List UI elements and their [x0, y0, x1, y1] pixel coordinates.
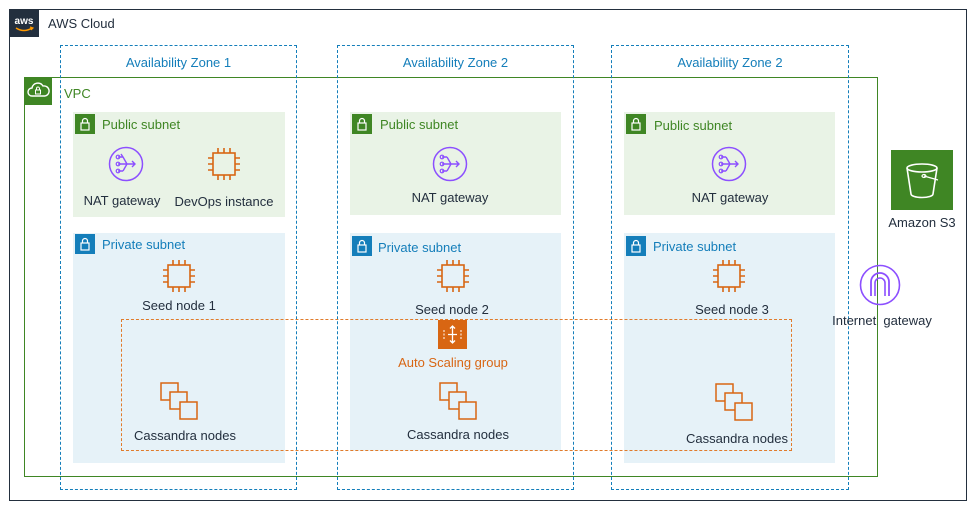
amazon-s3-label: Amazon S3 — [888, 215, 956, 230]
vpc-cloud-lock-icon — [24, 77, 52, 105]
availability-zone-3-label: Availability Zone 2 — [677, 55, 783, 70]
auto-scaling-group — [121, 319, 792, 451]
seed-node-2-label: Seed node 2 — [415, 302, 489, 317]
availability-zone-1 — [60, 45, 297, 490]
aws-logo-text: aws — [15, 16, 34, 27]
private-subnet-3-label: Private subnet — [653, 239, 737, 254]
internet-gateway-label: Internet gateway — [832, 313, 932, 328]
vpc-group — [24, 77, 878, 477]
public-subnet-lock-icon — [352, 114, 372, 134]
public-subnet-3-label: Public subnet — [654, 118, 733, 133]
aws-cloud-label: AWS Cloud — [48, 16, 115, 31]
private-subnet-3 — [624, 233, 835, 463]
cassandra-nodes-1-label: Cassandra nodes — [134, 428, 236, 443]
availability-zone-2 — [337, 45, 574, 490]
auto-scaling-icon — [438, 320, 467, 349]
availability-zone-2-label: Availability Zone 2 — [402, 55, 509, 70]
private-subnet-1-label: Private subnet — [102, 237, 186, 252]
nat-gateway-icon — [108, 146, 144, 182]
private-subnet-lock-icon — [626, 236, 646, 256]
public-subnet-lock-icon — [75, 114, 95, 134]
availability-zone-1-label: Availability Zone 1 — [125, 55, 232, 70]
aws-cloud-group — [9, 9, 967, 501]
availability-zone-3 — [611, 45, 849, 490]
ec2-instance-icon — [711, 258, 747, 294]
public-subnet-2-label: Public subnet — [380, 117, 459, 132]
ec2-instances-icon — [715, 383, 755, 423]
seed-node-1-label: Seed node 1 — [142, 298, 216, 313]
seed-node-3-label: Seed node 3 — [695, 302, 769, 317]
public-subnet-1 — [73, 112, 285, 217]
cassandra-nodes-3-label: Cassandra nodes — [686, 431, 788, 446]
private-subnet-lock-icon — [352, 236, 372, 256]
nat-gateway-2-label: NAT gateway — [411, 190, 489, 205]
ec2-instance-icon — [206, 146, 242, 182]
nat-gateway-icon — [432, 146, 468, 182]
public-subnet-1-label: Public subnet — [102, 117, 181, 132]
nat-gateway-1-label: NAT gateway — [83, 193, 161, 208]
auto-scaling-group-label: Auto Scaling group — [398, 355, 508, 370]
internet-gateway-icon — [859, 264, 901, 306]
nat-gateway-icon — [711, 146, 747, 182]
vpc-label: VPC — [64, 86, 91, 101]
private-subnet-1 — [73, 233, 285, 463]
ec2-instances-icon — [160, 382, 200, 422]
cassandra-nodes-2-label: Cassandra nodes — [407, 427, 509, 442]
ec2-instance-icon — [435, 258, 471, 294]
private-subnet-lock-icon — [75, 234, 95, 254]
private-subnet-2-label: Private subnet — [378, 240, 462, 255]
aws-logo-icon: aws — [9, 9, 39, 37]
public-subnet-lock-icon — [626, 114, 646, 134]
devops-instance-label: DevOps instance — [174, 194, 274, 209]
ec2-instance-icon — [161, 258, 197, 294]
s3-bucket-icon — [891, 150, 953, 210]
ec2-instances-icon — [439, 382, 479, 422]
nat-gateway-3-label: NAT gateway — [691, 190, 769, 205]
